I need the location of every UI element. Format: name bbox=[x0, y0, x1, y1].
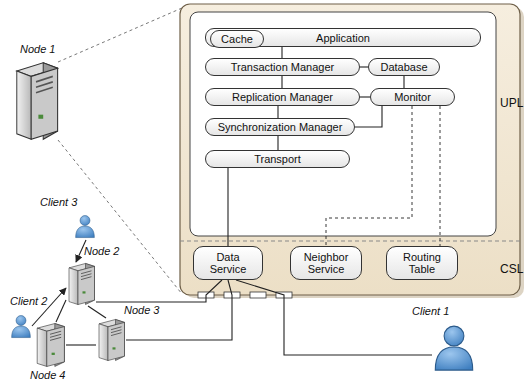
connector bbox=[281, 76, 282, 88]
connector bbox=[66, 344, 96, 345]
connector bbox=[281, 47, 282, 58]
server-icon: Node 4 bbox=[34, 322, 66, 368]
connector bbox=[403, 76, 404, 88]
box-label: Cache bbox=[221, 33, 253, 45]
client-icon: Client 3 bbox=[74, 212, 96, 240]
connector bbox=[56, 300, 66, 322]
box-label: Data Service bbox=[198, 251, 258, 275]
service-box: Routing Table bbox=[386, 246, 458, 280]
component-box: Transport bbox=[205, 150, 350, 168]
component-box: Transaction Manager bbox=[205, 58, 360, 76]
service-box: Data Service bbox=[193, 246, 263, 280]
component-box: Monitor bbox=[370, 88, 455, 106]
connector bbox=[227, 168, 228, 246]
icon-label: Node 3 bbox=[124, 304, 159, 316]
server-icon: Node 2 bbox=[66, 262, 96, 306]
box-label: Transaction Manager bbox=[231, 61, 335, 73]
box-label: Replication Manager bbox=[232, 91, 333, 103]
icon-label: Node 1 bbox=[20, 43, 55, 55]
control-link bbox=[440, 106, 441, 246]
icon-label: Node 4 bbox=[30, 369, 65, 381]
layer-label: UPL bbox=[500, 96, 523, 110]
connector bbox=[360, 96, 370, 97]
connector bbox=[277, 136, 278, 150]
connector bbox=[277, 106, 278, 118]
connector bbox=[355, 106, 382, 127]
server-icon: Node 1 bbox=[12, 60, 60, 142]
box-label: Database bbox=[380, 61, 427, 73]
icon-label: Node 2 bbox=[84, 245, 119, 257]
box-label: Routing Table bbox=[391, 251, 453, 275]
upl-region bbox=[190, 12, 496, 236]
box-label: Monitor bbox=[394, 91, 431, 103]
box-label: Transport bbox=[254, 153, 301, 165]
box-label: Application bbox=[316, 32, 370, 44]
icon-label: Client 2 bbox=[10, 295, 47, 307]
connector bbox=[88, 306, 106, 318]
component-box: Replication Manager bbox=[205, 88, 360, 106]
component-box: Cache bbox=[210, 30, 264, 48]
box-label: Neighbor Service bbox=[295, 251, 357, 275]
component-box: Synchronization Manager bbox=[205, 118, 355, 136]
box-label: Synchronization Manager bbox=[218, 121, 343, 133]
zoom-line bbox=[58, 8, 182, 62]
component-box: Application Cache bbox=[205, 28, 481, 47]
client-icon: Client 2 bbox=[10, 312, 32, 340]
component-box: Database bbox=[368, 58, 440, 76]
connector bbox=[32, 288, 66, 326]
connector bbox=[236, 280, 432, 355]
service-box: Neighbor Service bbox=[290, 246, 362, 280]
icon-label: Client 3 bbox=[40, 196, 77, 208]
server-icon: Node 3 bbox=[96, 318, 126, 362]
layer-separator bbox=[180, 241, 520, 242]
connector bbox=[96, 280, 222, 302]
connector bbox=[360, 66, 368, 67]
client-icon: Client 1 bbox=[432, 322, 476, 372]
layer-label: CSL bbox=[500, 262, 523, 276]
node-panel bbox=[180, 4, 520, 295]
icon-label: Client 1 bbox=[412, 305, 449, 317]
